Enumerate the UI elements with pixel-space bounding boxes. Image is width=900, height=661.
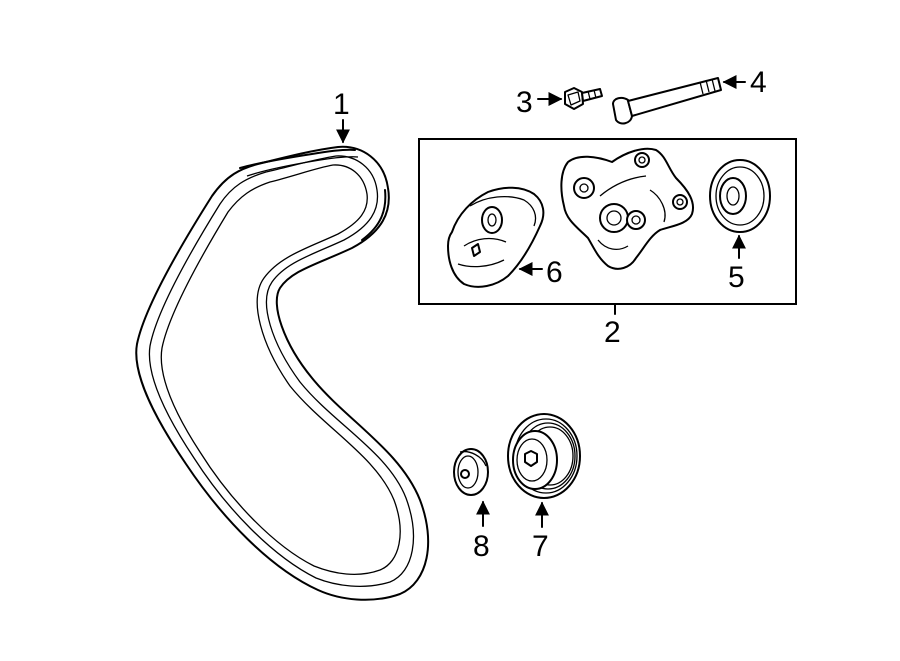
idler-pulley bbox=[709, 159, 771, 233]
tensioner-bolt-short bbox=[564, 87, 603, 110]
grooved-idler-pulley bbox=[507, 413, 581, 499]
callout-8: 8 bbox=[473, 530, 490, 563]
tensioner-arm bbox=[447, 186, 545, 288]
callout-7: 7 bbox=[532, 530, 549, 563]
callout-2: 2 bbox=[604, 316, 621, 349]
callout-4: 4 bbox=[750, 66, 767, 99]
tensioner-assembly-box bbox=[418, 138, 797, 305]
tensioner-bracket bbox=[560, 147, 694, 270]
tensioner-bolt-long bbox=[612, 77, 722, 125]
callout-5: 5 bbox=[728, 261, 745, 294]
serpentine-belt bbox=[135, 145, 430, 601]
pulley-dust-cap bbox=[453, 448, 489, 496]
callout-1: 1 bbox=[333, 88, 350, 121]
callout-3: 3 bbox=[516, 86, 533, 119]
callout-6: 6 bbox=[546, 256, 563, 289]
